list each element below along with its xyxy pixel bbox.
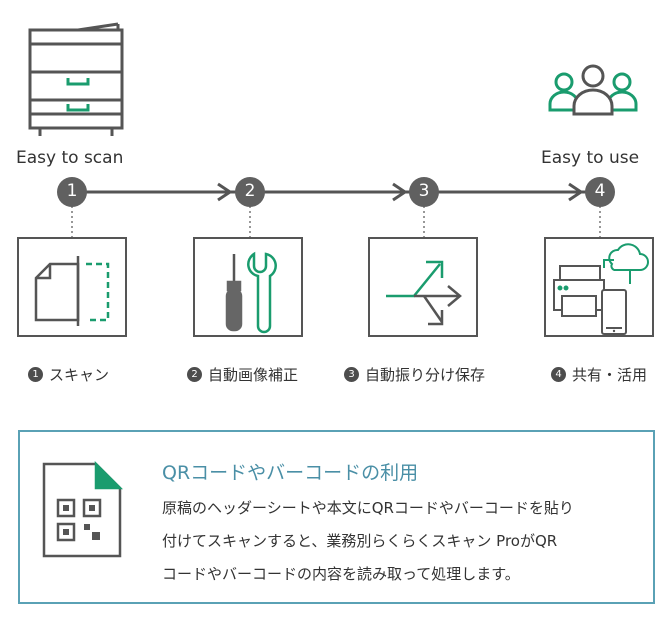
step-box bbox=[368, 237, 478, 337]
panel-line: コードやバーコードの内容を読み取って処理します。 bbox=[162, 565, 520, 583]
step-number: 4 bbox=[594, 181, 606, 201]
step-label-number: 3 bbox=[344, 367, 359, 382]
step-box bbox=[193, 237, 303, 337]
panel-body: 原稿のヘッダーシートや本文にQRコードやバーコードを貼り 付けてスキャンすると、… bbox=[162, 492, 642, 591]
copier-icon bbox=[18, 10, 128, 138]
step-label-text: 自動画像補正 bbox=[208, 366, 299, 384]
panel-line: 原稿のヘッダーシートや本文にQRコードやバーコードを貼り bbox=[162, 499, 574, 517]
panel-line: 付けてスキャンすると、業務別らくらくスキャン ProがQR bbox=[162, 532, 558, 550]
devices-cloud-icon bbox=[550, 240, 650, 340]
caption-easy-to-scan: Easy to scan bbox=[16, 148, 124, 168]
flow-arrowhead bbox=[568, 182, 584, 202]
qr-document-icon bbox=[40, 460, 124, 560]
step-number: 3 bbox=[418, 181, 430, 201]
step-number: 1 bbox=[66, 181, 78, 201]
step-label-text: 自動振り分け保存 bbox=[365, 366, 486, 384]
split-arrow-icon bbox=[384, 256, 466, 328]
step-circle bbox=[409, 177, 439, 207]
tools-icon bbox=[218, 250, 278, 334]
step-circle bbox=[235, 177, 265, 207]
step-label-3: 3 自動振り分け保存 bbox=[344, 364, 485, 385]
step-label-4: 4 共有・活用 bbox=[551, 364, 647, 385]
step-label-number: 4 bbox=[551, 367, 566, 382]
flow-arrowhead bbox=[217, 182, 233, 202]
panel-title: QRコードやバーコードの利用 bbox=[162, 462, 419, 484]
step-label-text: スキャン bbox=[49, 366, 110, 384]
step-label-number: 1 bbox=[28, 367, 43, 382]
step-label-text: 共有・活用 bbox=[572, 366, 648, 384]
step-label-2: 2 自動画像補正 bbox=[187, 364, 298, 385]
step-number: 2 bbox=[244, 181, 256, 201]
qr-info-panel bbox=[18, 430, 655, 604]
step-label-1: 1 スキャン bbox=[28, 364, 109, 385]
step-circle bbox=[585, 177, 615, 207]
users-icon bbox=[545, 62, 641, 120]
caption-easy-to-use: Easy to use bbox=[541, 148, 640, 168]
flow-arrowhead bbox=[392, 182, 408, 202]
step-label-number: 2 bbox=[187, 367, 202, 382]
step-circle bbox=[57, 177, 87, 207]
document-scan-icon bbox=[30, 252, 114, 328]
